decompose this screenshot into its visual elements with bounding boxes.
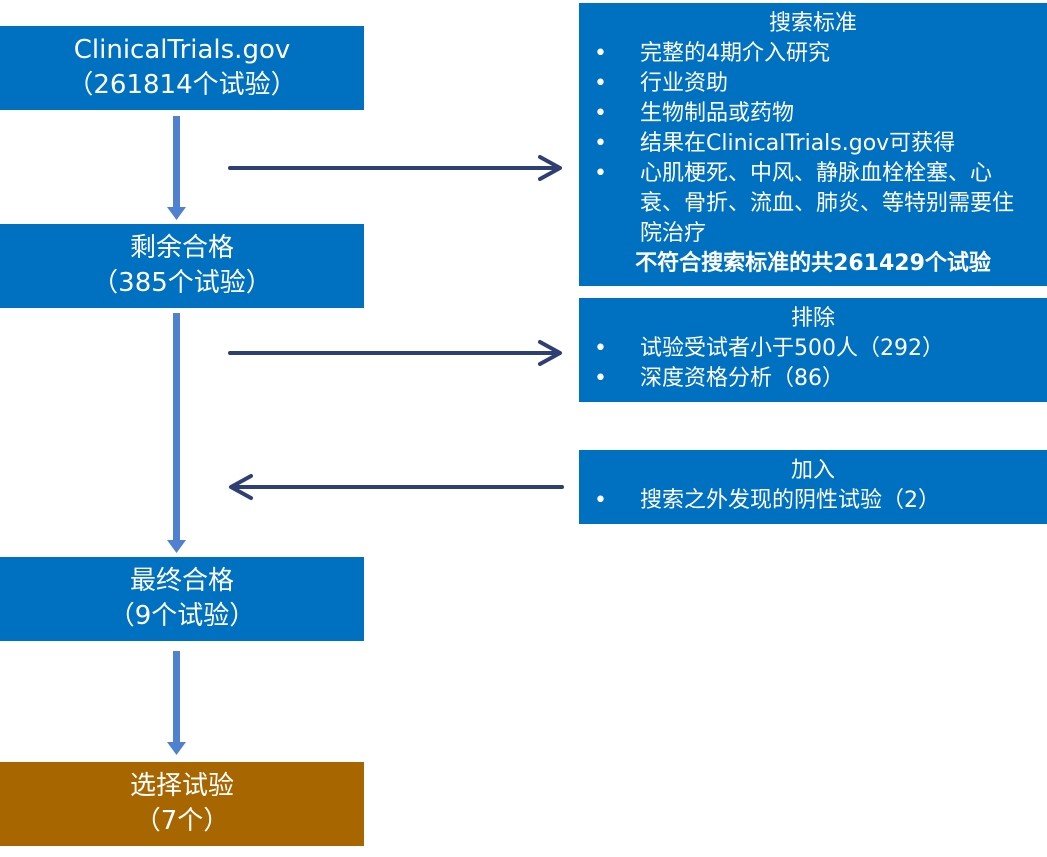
exclusion-box: 排除 •试验受试者小于500人（292） •深度资格分析（86） [579,298,1047,402]
list-item: •深度资格分析（86） [579,364,1047,394]
list-item: •搜索之外发现的阴性试验（2） [579,486,1047,516]
node-final-title: 最终合格 [129,566,234,596]
node-clinicaltrials: ClinicalTrials.gov （261814个试验） [0,26,364,110]
criteria-list: •完整的4期介入研究 •行业资助 •生物制品或药物 •结果在ClinicalTr… [579,39,1047,249]
bullet-icon: • [594,71,607,96]
addition-box: 加入 •搜索之外发现的阴性试验（2） [579,450,1047,524]
node-selected-title: 选择试验 [129,771,234,801]
list-item: •完整的4期介入研究 [579,39,1047,69]
bullet-icon: • [594,161,607,186]
node-remaining-title: 剩余合格 [129,233,234,263]
list-item: •生物制品或药物 [579,99,1047,129]
bullet-icon: • [594,41,607,66]
arrow-to-exclusion [228,340,562,366]
node-clinicaltrials-title: ClinicalTrials.gov [73,35,291,65]
node-final: 最终合格 （9个试验） [0,557,364,641]
node-selected-count: （7个） [134,806,230,836]
criteria-summary: 不符合搜索标准的共261429个试验 [635,251,991,276]
list-item: •心肌梗死、中风、静脉血栓栓塞、心衰、骨折、流血、肺炎、等特别需要住院治疗 [594,161,1015,246]
bullet-icon: • [594,366,607,391]
arrow-to-criteria [228,155,562,181]
criteria-box: 搜索标准 •完整的4期介入研究 •行业资助 •生物制品或药物 •结果在Clini… [579,3,1047,286]
bullet-icon: • [594,101,607,126]
node-final-count: （9个试验） [108,601,256,631]
list-item: •试验受试者小于500人（292） [579,334,1047,364]
exclusion-title: 排除 [790,306,835,331]
node-remaining: 剩余合格 （385个试验） [0,224,364,308]
criteria-title: 搜索标准 [768,11,857,36]
down-arrow-2 [167,313,186,553]
node-clinicaltrials-count: （261814个试验） [67,70,297,100]
list-item: •行业资助 [579,69,1047,99]
down-arrow-1 [167,116,186,220]
list-item: •结果在ClinicalTrials.gov可获得 [579,129,1047,159]
addition-title: 加入 [790,458,835,483]
exclusion-list: •试验受试者小于500人（292） •深度资格分析（86） [579,334,1047,394]
node-selected: 选择试验 （7个） [0,762,364,846]
bullet-icon: • [594,131,607,156]
bullet-icon: • [594,488,607,513]
down-arrow-3 [167,651,186,755]
addition-list: •搜索之外发现的阴性试验（2） [579,486,1047,516]
bullet-icon: • [594,336,607,361]
node-remaining-count: （385个试验） [92,268,272,298]
arrow-from-addition [229,474,564,500]
